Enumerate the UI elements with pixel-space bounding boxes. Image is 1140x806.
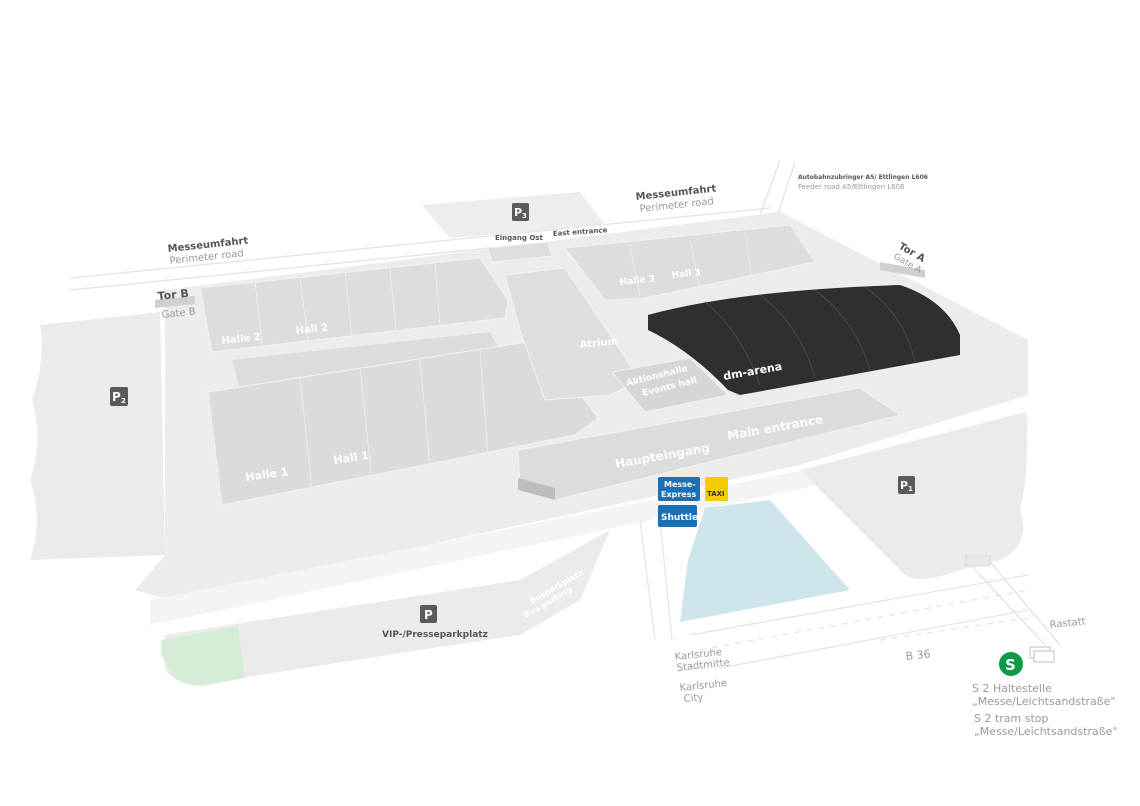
tram-stop-en-1: S 2 tram stop [974,712,1049,725]
parking-p3-sub: 3 [522,212,527,220]
perimeter-road-line [69,207,771,279]
hall-2-building[interactable] [199,257,509,353]
taxi-badge[interactable]: TAXI [705,477,728,501]
hall-1-building[interactable] [207,339,599,506]
parking-lot-p1 [800,412,1028,579]
tram-stop-shelter [965,555,991,567]
buildings-layer [155,224,960,506]
parking-p3-letter: P [514,206,522,219]
parking-p1-sub: 1 [908,485,913,493]
shuttle-label: Shuttle [661,513,698,523]
east-entrance-en: East entrance [553,226,608,238]
parking-p2-sub: 2 [121,397,126,405]
tram-stop-de-2: „Messe/Leichtsandstraße" [972,695,1115,708]
east-entrance-de: Eingang Ost [495,234,543,242]
green-area [160,626,245,686]
sbahn-letter: S [1005,656,1016,674]
city-en-line-1: Karlsruhe [679,678,727,694]
halle-2-label: Halle 2 [221,332,261,347]
feeder-road-de: Autobahnzubringer A5/ Ettlingen L606 [798,174,928,181]
main-entrance-step [518,478,555,500]
tor-b-label: Tor B [157,287,189,303]
messe-express-badge[interactable]: Messe- Express [658,477,700,501]
b36-road-line-2 [699,589,1029,651]
b36-road-line-4 [879,617,1029,641]
city-en-line-2: City [683,692,704,705]
taxi-label: TAXI [707,490,725,498]
hall-1-label: Hall 1 [333,449,370,467]
parking-lot-vip [164,530,610,686]
parking-p2-icon[interactable]: P 2 [110,387,128,406]
city-de-line-1: Karlsruhe [674,647,722,663]
b36-label: B 36 [905,647,931,663]
hall-2-label: Hall 2 [295,323,328,337]
parking-vip-icon[interactable]: P [420,605,437,623]
feeder-road-en: Feeder road A5/Ettlingen L606 [798,183,905,191]
city-road-2 [659,519,673,641]
vip-parking-label: VIP-/Presseparkplatz [382,630,488,640]
gate-b-label: Gate B [161,306,196,321]
tram-stop-en-2: „Messe/Leichtsandstraße" [974,725,1117,738]
access-road [150,415,1028,625]
b36-road-line [689,574,1029,636]
rastatt-label: Rastatt [1049,616,1086,631]
hall-3-label: Hall 3 [671,268,701,281]
tram-stop-bridge-2 [989,561,1061,646]
east-entrance-pavilion[interactable] [487,241,553,263]
water-basin [680,500,850,622]
parking-vip-letter: P [424,608,433,622]
hall-1-roof-lines [299,349,489,491]
tram-icon [1029,646,1055,663]
gate-a-barrier [880,262,925,278]
messe-express-line-1: Messe- [664,480,696,489]
halle-1-label: Halle 1 [245,465,290,484]
halle-3-label: Halle 3 [619,274,655,288]
parking-p2-letter: P [112,390,121,404]
tram-stop-bridge [967,561,1046,646]
hall-2-roof-lines [254,261,441,346]
atrium-building[interactable] [504,267,641,401]
feeder-road-line-2 [777,161,796,215]
parking-p1-letter: P [900,479,908,492]
parking-lot-p2 [30,312,165,560]
dm-arena-roof-lines [704,286,916,386]
dm-arena-building[interactable] [648,285,960,395]
b36-road-line-3 [719,609,1029,669]
badges-layer: P 2 P 3 P 1 P Messe- Express TAXI [110,203,1055,676]
shuttle-badge[interactable]: Shuttle [658,505,698,527]
tram-stop-de-1: S 2 Haltestelle [972,682,1052,695]
hall-3-building[interactable] [564,224,816,301]
city-road [639,519,656,641]
gate-b-barrier [155,296,195,308]
parking-p1-icon[interactable]: P 1 [898,476,915,494]
atrium-label: Atrium [579,336,618,351]
events-hall-building[interactable] [611,357,730,413]
hall-connector [232,332,505,390]
messe-express-line-2: Express [661,490,696,499]
sbahn-icon[interactable]: S [999,652,1023,676]
feeder-road-line [759,159,781,216]
parking-p3-icon[interactable]: P 3 [512,203,529,221]
hall-3-roof-lines [629,231,753,297]
